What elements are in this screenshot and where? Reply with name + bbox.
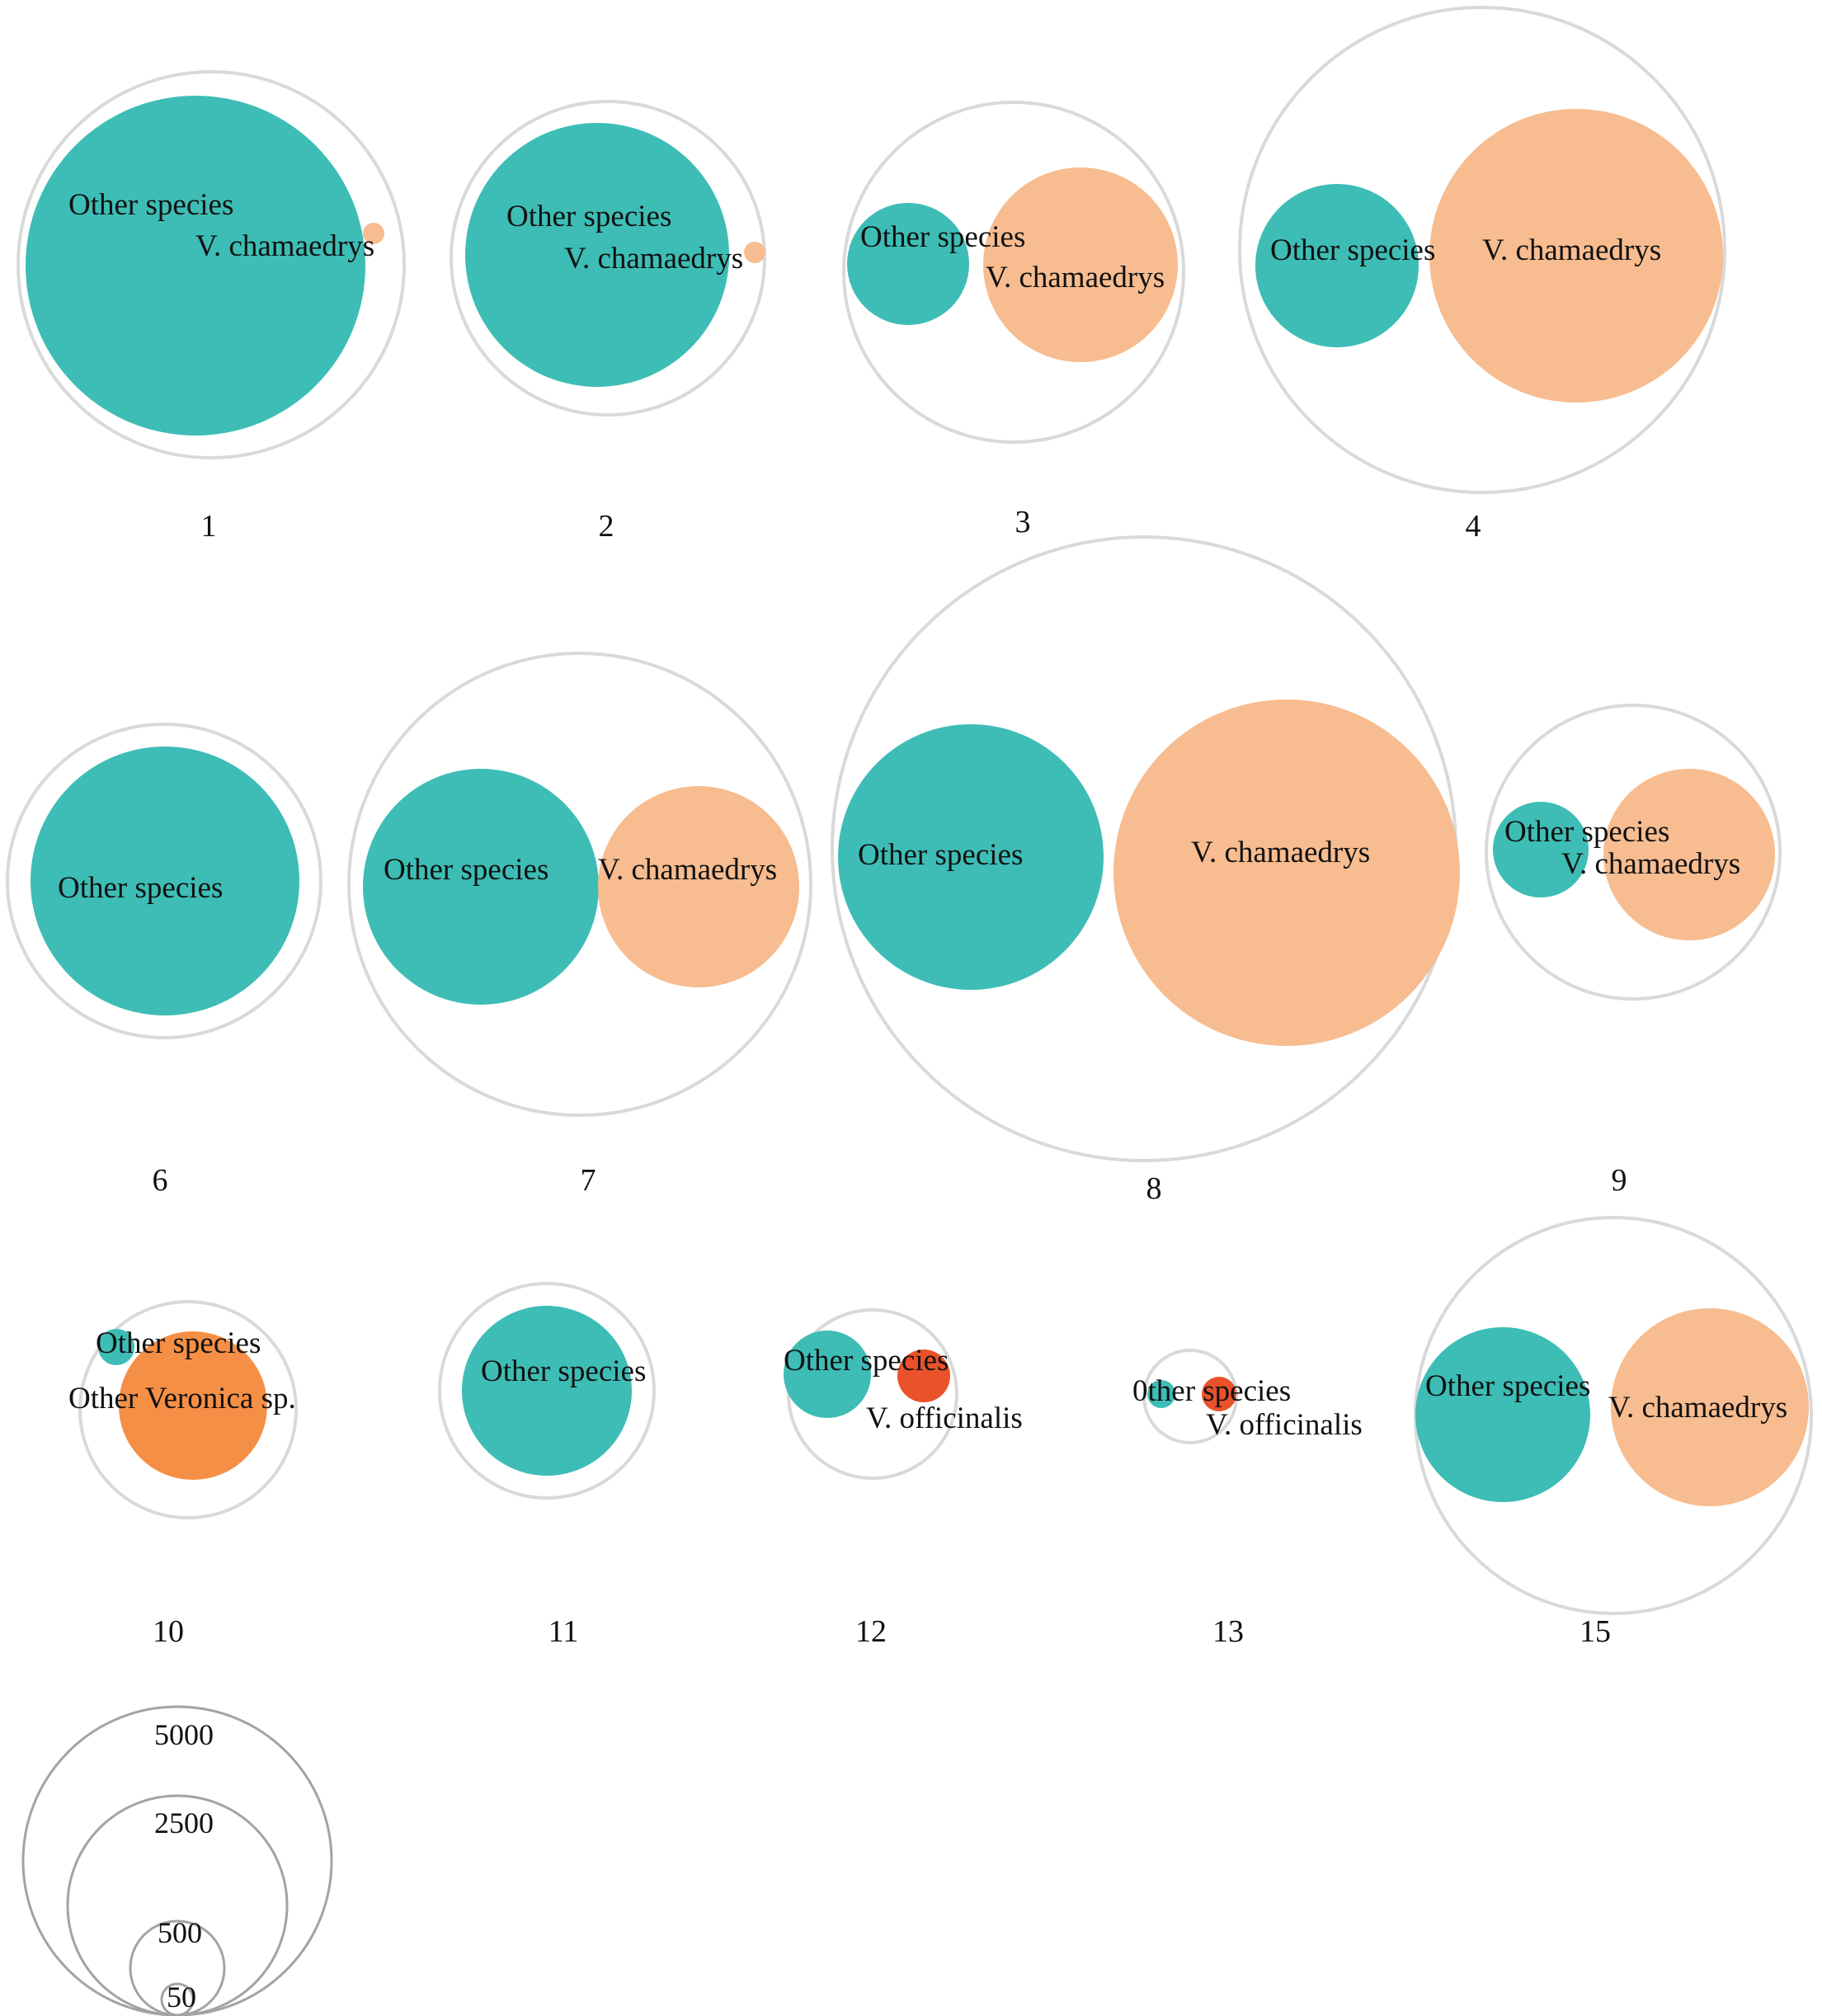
site-2-group: Other species V. chamaedrys 2 bbox=[450, 100, 766, 544]
site-9-total-circle bbox=[1485, 704, 1782, 1001]
site-12-v-officinalis-bubble bbox=[897, 1349, 950, 1402]
site-2-v-chamaedrys-bubble bbox=[744, 242, 765, 263]
site-11-other-species-bubble bbox=[462, 1306, 632, 1476]
site-13-number-label: 13 bbox=[1212, 1614, 1244, 1649]
site-3-total-circle bbox=[842, 101, 1185, 444]
site-15-total-circle bbox=[1414, 1216, 1813, 1615]
site-11-other-species-label: Other species bbox=[481, 1354, 646, 1388]
site-12-group: Other species V. officinalis 12 bbox=[784, 1308, 1023, 1649]
size-legend-label-50: 50 bbox=[167, 1981, 196, 2014]
size-legend-ring-5000 bbox=[21, 1705, 333, 2016]
site-13-total-circle bbox=[1142, 1349, 1238, 1444]
site-11-number-label: 11 bbox=[548, 1614, 579, 1649]
size-legend: 5000 2500 500 50 bbox=[21, 1705, 333, 2016]
size-legend-label-2500: 2500 bbox=[154, 1806, 214, 1839]
site-1-v-chamaedrys-label: V. chamaedrys bbox=[195, 229, 374, 263]
site-13-other-species-label: 0ther species bbox=[1132, 1374, 1291, 1408]
site-6-group: Other species 6 bbox=[6, 723, 322, 1198]
site-15-number-label: 15 bbox=[1580, 1614, 1611, 1649]
site-2-other-species-bubble bbox=[465, 123, 729, 387]
site-3-other-species-label: Other species bbox=[860, 220, 1025, 254]
site-2-number-label: 2 bbox=[599, 509, 614, 544]
site-1-total-circle bbox=[16, 70, 406, 459]
site-6-number-label: 6 bbox=[153, 1163, 168, 1198]
site-3-v-chamaedrys-bubble bbox=[983, 167, 1178, 362]
site-12-other-species-bubble bbox=[784, 1331, 871, 1418]
site-13-other-species-bubble bbox=[1147, 1380, 1175, 1408]
site-3-group: Other species V. chamaedrys 3 bbox=[842, 101, 1185, 539]
site-3-other-species-bubble bbox=[847, 203, 969, 325]
site-8-v-chamaedrys-bubble bbox=[1113, 699, 1460, 1046]
site-1-other-species-bubble bbox=[26, 96, 365, 436]
site-15-other-species-bubble bbox=[1415, 1327, 1590, 1502]
site-2-v-chamaedrys-label: V. chamaedrys bbox=[564, 242, 743, 276]
site-4-v-chamaedrys-label: V. chamaedrys bbox=[1482, 233, 1661, 267]
site-8-v-chamaedrys-label: V. chamaedrys bbox=[1191, 836, 1370, 869]
site-6-total-circle bbox=[6, 723, 322, 1039]
site-13-v-officinalis-bubble bbox=[1202, 1377, 1236, 1411]
site-9-other-species-bubble bbox=[1493, 802, 1589, 897]
site-4-other-species-bubble bbox=[1255, 184, 1419, 347]
site-15-v-chamaedrys-bubble bbox=[1611, 1308, 1809, 1506]
site-9-v-chamaedrys-label: V. chamaedrys bbox=[1561, 847, 1740, 881]
site-10-other-species-label: Other species bbox=[96, 1326, 261, 1360]
site-9-number-label: 9 bbox=[1612, 1163, 1627, 1198]
site-8-number-label: 8 bbox=[1146, 1171, 1162, 1206]
site-1-v-chamaedrys-bubble bbox=[363, 223, 384, 244]
site-15-v-chamaedrys-label: V. chamaedrys bbox=[1608, 1391, 1787, 1425]
size-legend-label-5000: 5000 bbox=[154, 1718, 214, 1751]
site-10-number-label: 10 bbox=[153, 1614, 184, 1649]
site-11-group: Other species 11 bbox=[438, 1282, 656, 1649]
site-10-total-circle bbox=[78, 1300, 298, 1519]
site-1-number-label: 1 bbox=[201, 509, 217, 544]
site-10-other-veronica-sp-label: Other Veronica sp. bbox=[68, 1382, 296, 1415]
site-2-other-species-label: Other species bbox=[506, 200, 671, 233]
site-9-v-chamaedrys-bubble bbox=[1603, 769, 1775, 940]
site-9-other-species-label: Other species bbox=[1504, 815, 1669, 849]
site-12-other-species-label: Other species bbox=[784, 1344, 949, 1378]
site-7-v-chamaedrys-label: V. chamaedrys bbox=[598, 853, 777, 887]
site-7-other-species-label: Other species bbox=[384, 853, 548, 887]
site-12-v-officinalis-label: V. officinalis bbox=[866, 1401, 1023, 1435]
size-legend-ring-50 bbox=[160, 1982, 195, 2016]
site-15-other-species-label: Other species bbox=[1425, 1369, 1590, 1403]
site-13-v-officinalis-label: V. officinalis bbox=[1206, 1408, 1363, 1442]
site-10-other-veronica-sp-bubble bbox=[119, 1331, 267, 1480]
site-6-other-species-label: Other species bbox=[58, 871, 223, 905]
site-4-total-circle bbox=[1238, 6, 1726, 494]
site-7-other-species-bubble bbox=[363, 769, 599, 1005]
site-7-group: Other species V. chamaedrys 7 bbox=[347, 652, 812, 1198]
site-3-v-chamaedrys-label: V. chamaedrys bbox=[986, 261, 1165, 294]
site-15-group: Other species V. chamaedrys 15 bbox=[1414, 1216, 1813, 1649]
site-4-group: Other species V. chamaedrys 4 bbox=[1238, 6, 1726, 544]
site-3-number-label: 3 bbox=[1015, 505, 1031, 539]
site-7-v-chamaedrys-bubble bbox=[598, 786, 799, 987]
site-4-number-label: 4 bbox=[1466, 509, 1481, 544]
site-4-v-chamaedrys-bubble bbox=[1429, 109, 1723, 403]
site-4-other-species-label: Other species bbox=[1270, 233, 1435, 267]
size-legend-label-500: 500 bbox=[158, 1916, 202, 1949]
site-1-other-species-label: Other species bbox=[68, 188, 233, 222]
site-10-other-species-bubble bbox=[98, 1329, 134, 1365]
site-7-total-circle bbox=[347, 652, 812, 1117]
site-8-group: Other species V. chamaedrys 8 bbox=[831, 535, 1460, 1206]
site-6-other-species-bubble bbox=[31, 747, 299, 1015]
site-2-total-circle bbox=[450, 100, 766, 417]
site-8-other-species-label: Other species bbox=[858, 838, 1023, 872]
site-12-number-label: 12 bbox=[855, 1614, 887, 1649]
site-7-number-label: 7 bbox=[581, 1163, 596, 1198]
site-8-other-species-bubble bbox=[838, 724, 1104, 990]
site-1-group: Other species V. chamaedrys 1 bbox=[16, 70, 406, 544]
site-11-total-circle bbox=[438, 1282, 656, 1500]
